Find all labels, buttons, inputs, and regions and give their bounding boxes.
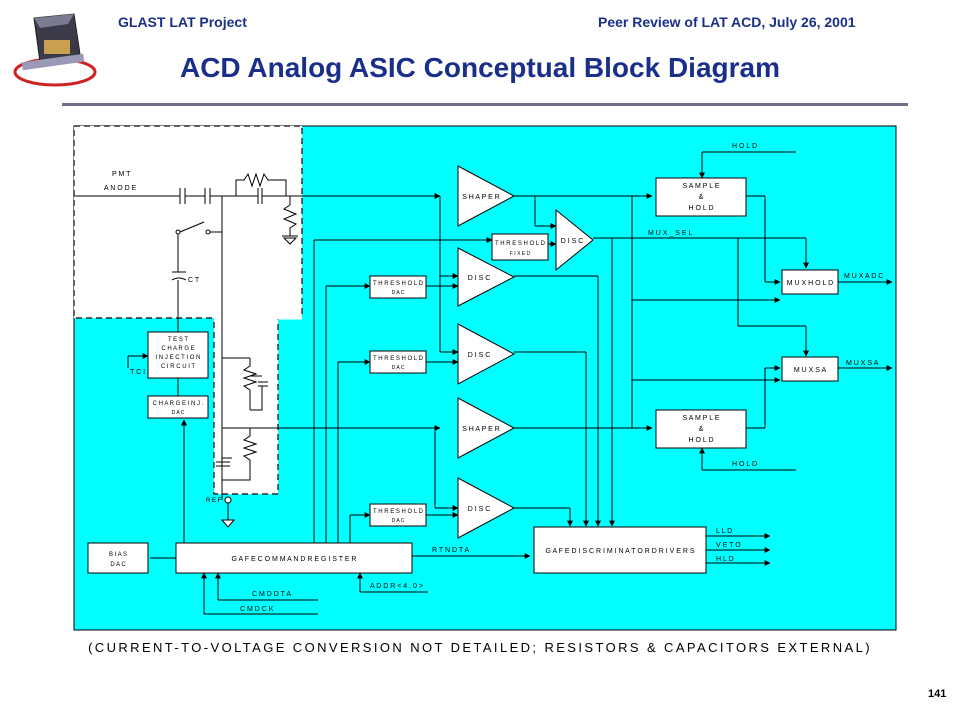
threshold-dac-1-label-1: T H R E S H O L D xyxy=(373,281,424,287)
gafe-command-register-block xyxy=(175,542,413,574)
glast-logo xyxy=(13,13,97,87)
muxadc-label: M U X A D C xyxy=(844,273,883,280)
footnote: (CURRENT-TO-VOLTAGE CONVERSION NOT DETAI… xyxy=(88,640,872,655)
charge-inj-dac-block xyxy=(147,395,209,419)
ref-label: R E F xyxy=(206,498,222,504)
sample-hold-bottom-label-3: H O L D xyxy=(688,437,713,444)
threshold-fixed-block xyxy=(491,233,549,261)
test-charge-label-1: T E S T xyxy=(168,337,188,343)
page-number: 141 xyxy=(928,688,947,700)
threshold-dac-2-label-1: T H R E S H O L D xyxy=(373,356,424,362)
bias-dac-label-2: D A C xyxy=(110,562,126,568)
gafe-discriminator-drivers-label: G A F E D I S C R I M I N A T O R D R I … xyxy=(545,548,694,555)
test-charge-label-3: I N J E C T I O N xyxy=(156,355,201,361)
sample-hold-block-top xyxy=(655,177,747,217)
sample-hold-bottom-label-2: & xyxy=(699,426,704,433)
cmd-dta-label: C M D D T A xyxy=(252,591,291,598)
mux-sa-block xyxy=(781,356,839,382)
shaper-bottom-label: S H A P E R xyxy=(462,426,500,433)
gafe-command-register-label: G A F E C O M M A N D R E G I S T E R xyxy=(232,556,357,563)
threshold-dac-1-label-2: D A C xyxy=(392,290,405,296)
test-charge-injection-block xyxy=(147,331,209,379)
threshold-dac-3-label-2: D A C xyxy=(392,518,405,524)
bias-dac-label-1: B I A S xyxy=(109,552,127,558)
threshold-fixed-label-1: T H R E S H O L D xyxy=(495,241,546,247)
mux-hold-block xyxy=(781,269,839,295)
disc-1-label: D I S C xyxy=(468,275,491,282)
disc-comparator-2 xyxy=(457,323,516,385)
threshold-dac-block-2 xyxy=(369,350,427,374)
rtn-dta-label: R T N D T A xyxy=(432,547,470,554)
threshold-dac-2-label-2: D A C xyxy=(392,365,405,371)
ct-label: C T xyxy=(188,277,200,284)
sample-hold-top-label-1: S A M P L E xyxy=(683,183,720,190)
threshold-fixed-label-2: F I X E D xyxy=(510,251,531,257)
sample-hold-top-label-3: H O L D xyxy=(688,205,713,212)
hold-bottom-label: H O L D xyxy=(732,461,757,468)
shaper-amplifier-top xyxy=(457,165,516,227)
anode-label: A N O D E xyxy=(104,185,137,192)
cmd-ck-label: C M D C K xyxy=(240,606,274,613)
threshold-dac-block-1 xyxy=(369,275,427,299)
mux-sa-label: M U X S A xyxy=(794,367,827,374)
mux-hold-label: M U X H O L D xyxy=(787,280,833,287)
mux-sel-label: M U X _ S E L xyxy=(648,230,692,237)
sample-hold-top-label-2: & xyxy=(699,194,704,201)
addr-label: A D D R < 4 . 0 > xyxy=(370,583,423,590)
header-review: Peer Review of LAT ACD, July 26, 2001 xyxy=(598,14,856,30)
hold-top-label: H O L D xyxy=(732,143,757,150)
gafe-discriminator-drivers-block xyxy=(533,526,707,574)
header-project: GLAST LAT Project xyxy=(118,14,247,30)
disc-fast-label: D I S C xyxy=(561,238,584,245)
muxsa-label: M U X S A xyxy=(846,360,879,367)
slide-title: ACD Analog ASIC Conceptual Block Diagram xyxy=(179,52,780,83)
threshold-dac-block-3 xyxy=(369,503,427,527)
hld-label: H L D xyxy=(716,556,734,563)
disc-2-label: D I S C xyxy=(468,352,491,359)
lld-label: L L D xyxy=(716,528,732,535)
tci-label: T C I xyxy=(130,369,145,376)
threshold-dac-3-label-1: T H R E S H O L D xyxy=(373,509,424,515)
title-divider xyxy=(62,103,908,106)
charge-inj-dac-label-2: D A C xyxy=(172,410,185,416)
sample-hold-bottom-label-1: S A M P L E xyxy=(683,415,720,422)
disc-comparator-3 xyxy=(457,477,516,539)
pmt-label: P M T xyxy=(112,171,131,178)
sample-hold-block-bottom xyxy=(655,409,747,449)
external-components-region xyxy=(73,125,303,319)
test-charge-label-4: C I R C U I T xyxy=(161,364,196,370)
external-components-region-lower xyxy=(213,317,279,495)
charge-inj-dac-label-1: C H A R G E I N J . xyxy=(153,401,204,407)
test-charge-label-2: C H A R G E xyxy=(161,346,194,352)
veto-label: V E T O xyxy=(716,542,741,549)
disc-3-label: D I S C xyxy=(468,506,491,513)
disc-comparator-1 xyxy=(457,247,516,307)
shaper-top-label: S H A P E R xyxy=(462,194,500,201)
bias-dac-block xyxy=(87,542,149,574)
disc-fast-comparator xyxy=(555,208,594,272)
shaper-amplifier-bottom xyxy=(457,397,516,459)
